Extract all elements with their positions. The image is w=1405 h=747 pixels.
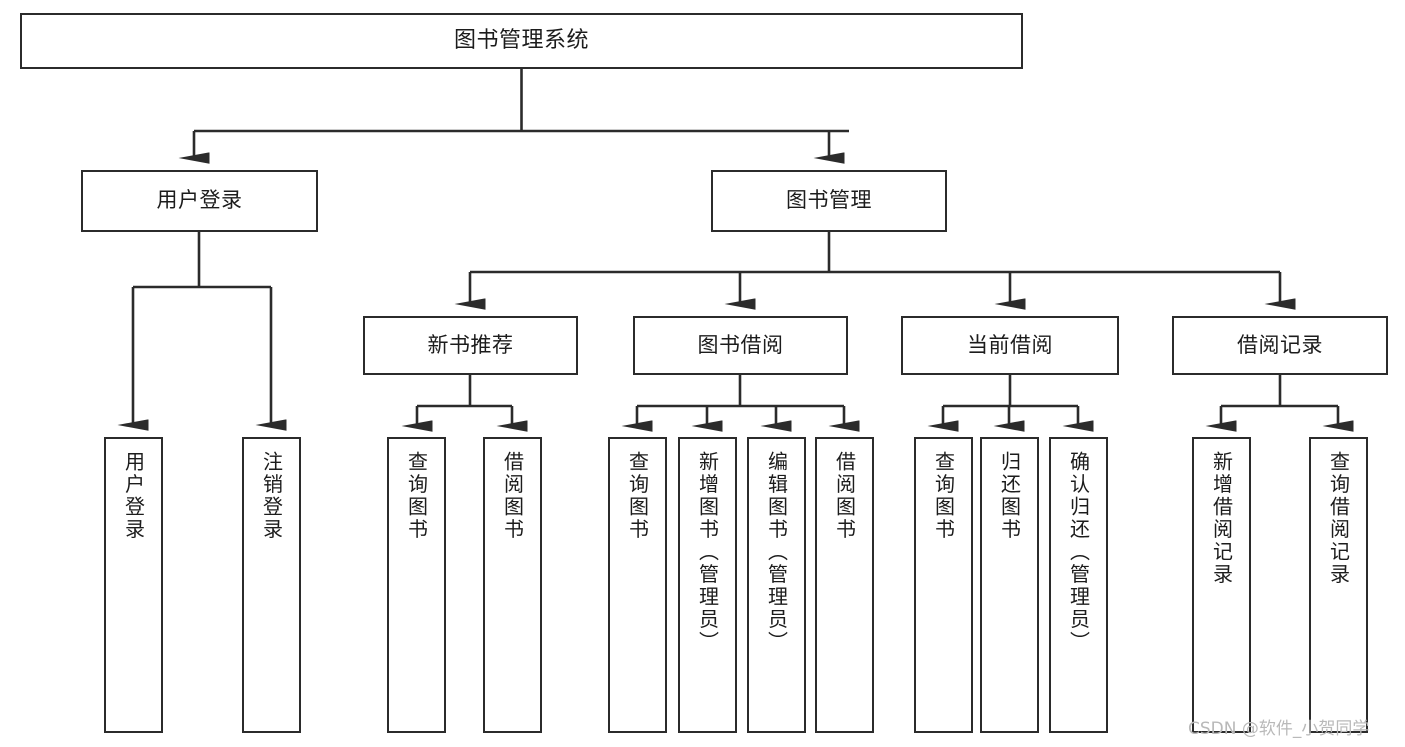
node-user-login-label: 用户登录 xyxy=(156,188,243,213)
leaf-confirm-return-admin-label: 确认归还（管理员） xyxy=(1066,451,1091,654)
node-book-borrow-label: 图书借阅 xyxy=(697,332,784,357)
leaf-query-book-current-label: 查询图书 xyxy=(931,451,956,541)
node-root[interactable]: 图书管理系统 xyxy=(20,13,1023,69)
leaf-query-borrow-record[interactable]: 查询借阅记录 xyxy=(1309,437,1368,733)
leaf-logout[interactable]: 注销登录 xyxy=(242,437,301,733)
leaf-borrow-book-borrow-label: 借阅图书 xyxy=(832,451,857,541)
csdn-watermark: CSDN @软件_小贺同学 xyxy=(1188,719,1370,739)
node-book-borrow[interactable]: 图书借阅 xyxy=(633,316,848,375)
leaf-query-book-borrow-label: 查询图书 xyxy=(625,451,650,541)
node-current-borrow-label: 当前借阅 xyxy=(967,332,1053,357)
leaf-query-book-borrow[interactable]: 查询图书 xyxy=(608,437,667,733)
node-borrow-record-label: 借阅记录 xyxy=(1237,332,1323,357)
node-new-book-recommend[interactable]: 新书推荐 xyxy=(363,316,578,375)
leaf-add-borrow-record-label: 新增借阅记录 xyxy=(1209,451,1234,586)
leaf-query-book-current[interactable]: 查询图书 xyxy=(914,437,973,733)
leaf-add-book-admin[interactable]: 新增图书（管理员） xyxy=(678,437,737,733)
node-root-label: 图书管理系统 xyxy=(453,27,589,53)
leaf-user-login-label: 用户登录 xyxy=(121,451,146,541)
node-user-login[interactable]: 用户登录 xyxy=(81,170,318,232)
node-book-management[interactable]: 图书管理 xyxy=(711,170,947,232)
node-new-book-recommend-label: 新书推荐 xyxy=(427,332,514,357)
node-borrow-record[interactable]: 借阅记录 xyxy=(1172,316,1388,375)
leaf-add-book-admin-label: 新增图书（管理员） xyxy=(695,451,720,654)
leaf-query-book-recommend[interactable]: 查询图书 xyxy=(387,437,446,733)
leaf-add-borrow-record[interactable]: 新增借阅记录 xyxy=(1192,437,1251,733)
leaf-borrow-book-recommend-label: 借阅图书 xyxy=(500,451,525,541)
leaf-confirm-return-admin[interactable]: 确认归还（管理员） xyxy=(1049,437,1108,733)
node-book-management-label: 图书管理 xyxy=(786,188,872,213)
node-current-borrow[interactable]: 当前借阅 xyxy=(901,316,1119,375)
leaf-query-book-recommend-label: 查询图书 xyxy=(404,451,429,541)
leaf-borrow-book-recommend[interactable]: 借阅图书 xyxy=(483,437,542,733)
leaf-edit-book-admin-label: 编辑图书（管理员） xyxy=(764,451,789,654)
leaf-user-login[interactable]: 用户登录 xyxy=(104,437,163,733)
leaf-borrow-book-borrow[interactable]: 借阅图书 xyxy=(815,437,874,733)
leaf-logout-label: 注销登录 xyxy=(259,451,284,541)
leaf-return-book-label: 归还图书 xyxy=(997,451,1022,541)
leaf-edit-book-admin[interactable]: 编辑图书（管理员） xyxy=(747,437,806,733)
leaf-query-borrow-record-label: 查询借阅记录 xyxy=(1326,451,1351,586)
leaf-return-book[interactable]: 归还图书 xyxy=(980,437,1039,733)
